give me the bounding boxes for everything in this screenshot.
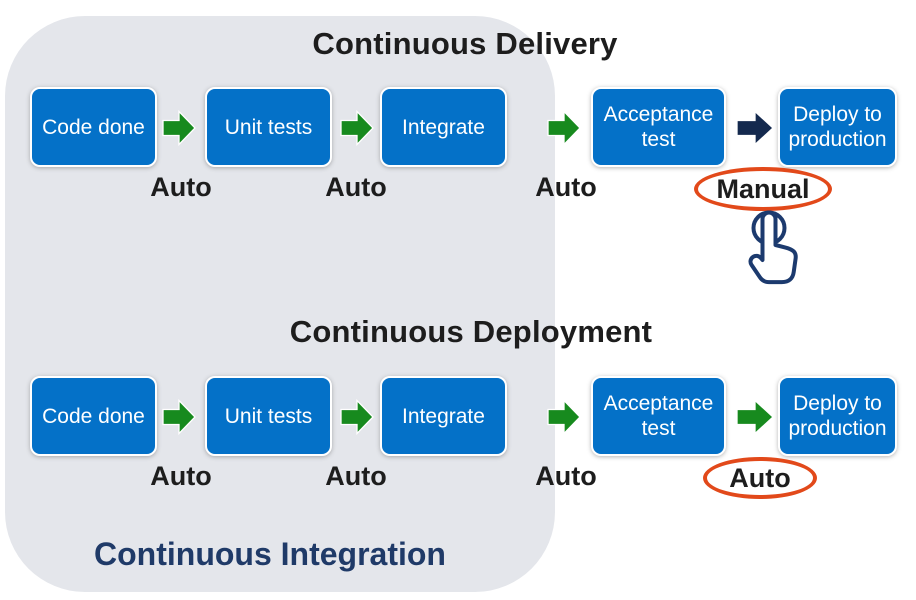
step-box-deploy-production: Deploy to production (778, 87, 897, 167)
transition-label-auto: Auto (150, 461, 212, 491)
transition-label-auto: Auto (150, 172, 212, 202)
step-box-integrate: Integrate (380, 376, 507, 456)
step-box-label: Code done (42, 115, 145, 139)
step-box-acceptance-test: Acceptance test (591, 376, 726, 456)
step-box-label: Integrate (402, 115, 485, 139)
arrow-right-icon (162, 110, 196, 146)
step-box-label: Integrate (402, 404, 485, 428)
transition-label-manual: Manual (716, 173, 810, 204)
auto-highlight-ellipse: Auto (703, 457, 817, 499)
step-box-unit-tests: Unit tests (205, 376, 332, 456)
step-box-label: Deploy to production (788, 103, 887, 151)
tap-hand-icon (744, 206, 810, 294)
step-box-label: Unit tests (224, 115, 313, 139)
continuous-integration-label: Continuous Integration (94, 536, 446, 572)
step-box-label: Unit tests (224, 404, 313, 428)
step-box-code-done: Code done (30, 376, 157, 456)
step-box-acceptance-test: Acceptance test (591, 87, 726, 167)
step-box-label: Deploy to production (788, 392, 887, 440)
continuous-delivery-title: Continuous Delivery (312, 26, 618, 61)
step-box-code-done: Code done (30, 87, 157, 167)
arrow-right-icon (547, 110, 581, 146)
step-box-label: Code done (42, 404, 145, 428)
arrow-right-icon (736, 399, 774, 435)
step-box-label: Acceptance test (603, 392, 714, 440)
transition-label-auto: Auto (729, 462, 791, 493)
manual-highlight-ellipse: Manual (694, 167, 832, 211)
transition-label-auto: Auto (325, 172, 387, 202)
transition-label-auto: Auto (325, 461, 387, 491)
continuous-deployment-title: Continuous Deployment (289, 314, 653, 349)
step-box-deploy-production: Deploy to production (778, 376, 897, 456)
step-box-integrate: Integrate (380, 87, 507, 167)
arrow-right-icon (340, 399, 374, 435)
arrow-right-manual-icon (736, 110, 774, 146)
step-box-label: Acceptance test (603, 103, 714, 151)
arrow-right-icon (340, 110, 374, 146)
transition-label-auto: Auto (535, 172, 597, 202)
transition-label-auto: Auto (535, 461, 597, 491)
arrow-right-icon (162, 399, 196, 435)
arrow-right-icon (547, 399, 581, 435)
step-box-unit-tests: Unit tests (205, 87, 332, 167)
